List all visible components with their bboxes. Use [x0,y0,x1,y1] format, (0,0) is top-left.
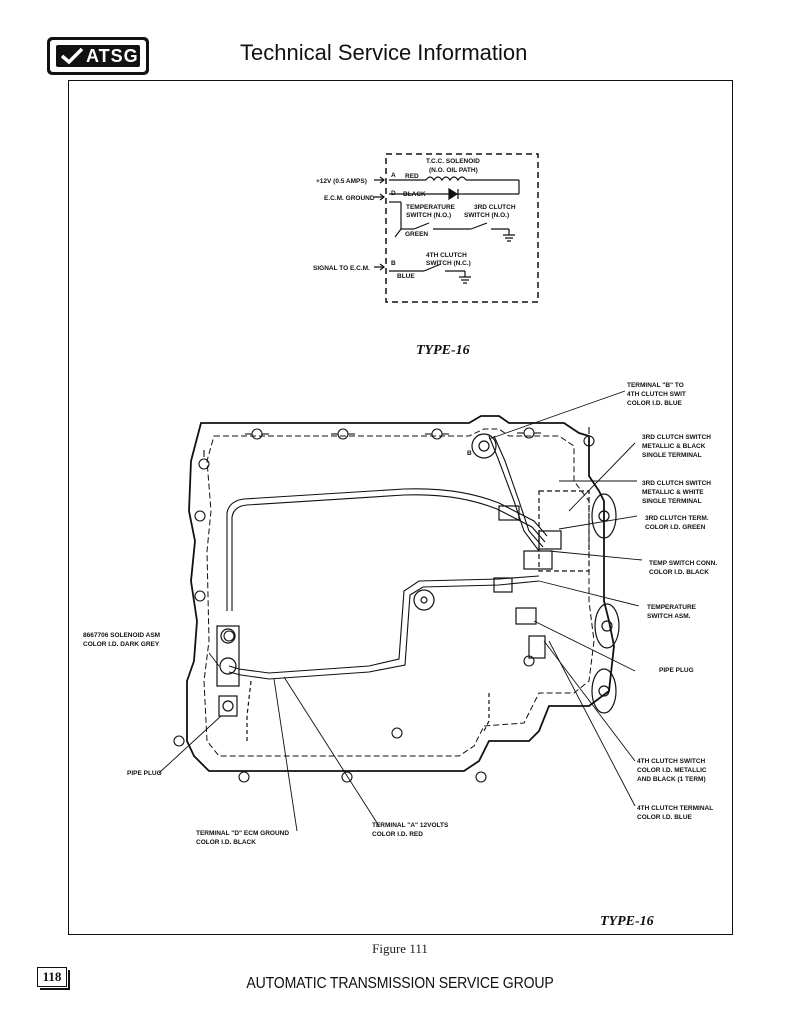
callout-third-term-2: COLOR I.D. GREEN [645,524,706,531]
solenoid-assembly [216,625,240,717]
tcc-solenoid-label: T.C.C. SOLENOID [426,158,480,165]
callout-fourth-term-2: COLOR I.D. BLUE [637,814,693,821]
checkmark-icon [60,47,84,65]
callout-fourth-term-1: 4TH CLUTCH TERMINAL [637,805,713,812]
diode-symbol [448,187,459,201]
callout-third-term-1: 3RD CLUTCH TERM. [645,515,709,522]
signal-ecm-label: SIGNAL TO E.C.M. [313,265,370,272]
oil-path-label: (N.O. OIL PATH) [429,167,478,174]
callout-fourth-switch-1: 4TH CLUTCH SWITCH [637,758,706,765]
schematic-labels: T.C.C. SOLENOID (N.O. OIL PATH) +12V (0.… [313,158,516,280]
ecm-ground-label: E.C.M. GROUND [324,195,375,202]
figure-frame: T.C.C. SOLENOID (N.O. OIL PATH) +12V (0.… [68,80,733,935]
wiring-diagram: T.C.C. SOLENOID (N.O. OIL PATH) +12V (0.… [83,153,717,929]
callout-third-white-1: 3RD CLUTCH SWITCH [642,480,711,487]
callout-terminal-d-2: COLOR I.D. BLACK [196,839,256,846]
callout-third-black-3: SINGLE TERMINAL [642,452,702,459]
callout-pipe-plug-right: PIPE PLUG [659,667,694,674]
pin-a-label: A [391,172,396,179]
callout-third-white-2: METALLIC & WHITE [642,489,704,496]
blue-wire-label: BLUE [397,273,415,280]
callout-pipe-plug-left: PIPE PLUG [127,770,162,777]
connector-b-label: B [467,450,472,457]
switch-nc-label: SWITCH (N.C.) [426,260,471,267]
type-label-top: TYPE-16 [416,343,470,358]
pin-d-label: D [391,190,396,197]
wiring-harness [226,435,548,680]
third-clutch-label: 3RD CLUTCH [474,204,516,211]
callout-labels: TERMINAL "B" TO 4TH CLUTCH SWIT COLOR I.… [83,382,717,846]
callout-temp-asm-2: SWITCH ASM. [647,613,691,620]
callout-third-black-1: 3RD CLUTCH SWITCH [642,434,711,441]
callout-temp-conn-1: TEMP SWITCH CONN. [649,560,717,567]
type-label-bottom: TYPE-16 [600,914,654,929]
temp-switch-label: TEMPERATURE [406,204,456,211]
black-wire-label: BLACK [403,191,426,198]
green-wire-label: GREEN [405,231,428,238]
callout-terminal-a-1: TERMINAL "A" 12VOLTS [372,822,449,829]
page-number: 118 [37,967,70,990]
valve-body-outline [186,415,615,772]
page-title: Technical Service Information [240,40,528,65]
callout-fourth-switch-3: AND BLACK (1 TERM) [637,776,706,783]
switch-cluster [471,433,590,659]
right-bosses [413,493,620,714]
switch-no-label-1: SWITCH (N.O.) [406,212,451,219]
callout-terminal-b-2: 4TH CLUTCH SWIT [627,391,686,398]
red-wire-label: RED [405,173,419,180]
callout-terminal-d-1: TERMINAL "D" ECM GROUND [196,830,289,837]
callout-terminal-a-2: COLOR I.D. RED [372,831,423,838]
callout-solenoid-asm-2: COLOR I.D. DARK GREY [83,641,160,648]
switch-no-label-2: SWITCH (N.O.) [464,212,509,219]
callout-solenoid-asm-1: 8667706 SOLENOID ASM [83,632,160,639]
callout-fourth-switch-2: COLOR I.D. METALLIC [637,767,707,774]
footer-text: AUTOMATIC TRANSMISSION SERVICE GROUP [246,975,554,992]
pin-b-label: B [391,260,396,267]
callout-third-black-2: METALLIC & BLACK [642,443,706,450]
bolt-holes [173,427,595,783]
leader-lines [158,390,643,832]
logo-text: ATSG [86,46,139,66]
callout-third-white-3: SINGLE TERMINAL [642,498,702,505]
callout-terminal-b-1: TERMINAL "B" TO [627,382,684,389]
callout-terminal-b-3: COLOR I.D. BLUE [627,400,683,407]
callout-temp-conn-2: COLOR I.D. BLACK [649,569,709,576]
solenoid-coil [425,176,467,182]
callout-temp-asm-1: TEMPERATURE [647,604,697,611]
supply-label: +12V (0.5 AMPS) [316,178,367,185]
schematic-box [385,153,539,303]
fourth-clutch-label: 4TH CLUTCH [426,252,467,259]
figure-caption: Figure 111 [372,941,428,956]
atsg-logo: ATSG [47,37,149,75]
